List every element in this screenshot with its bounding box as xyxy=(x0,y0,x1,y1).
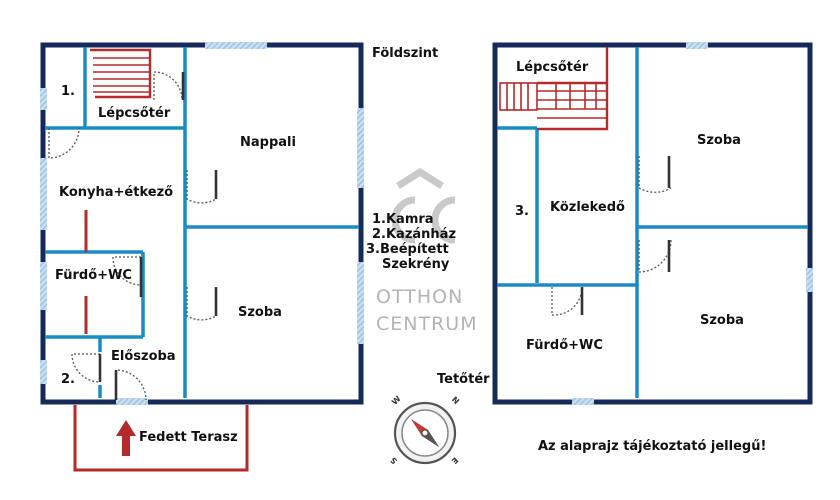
compass-icon xyxy=(393,401,457,465)
attic-room-szoba-top: Szoba xyxy=(697,133,741,148)
attic-room-beepitett: 3. xyxy=(515,204,529,219)
watermark-line1: OTTHON xyxy=(376,286,464,308)
window xyxy=(806,268,813,292)
window xyxy=(40,158,47,230)
room-konyha: Konyha+étkező xyxy=(59,185,174,200)
room-eloszoba: Előszoba xyxy=(111,349,176,364)
window xyxy=(572,398,594,405)
window xyxy=(40,360,47,384)
attic-room-szoba-bottom: Szoba xyxy=(700,313,744,328)
entry-arrow-icon xyxy=(116,420,136,456)
attic-title: Tetőtér xyxy=(437,372,490,387)
attic-room-lepcsoter: Lépcsőtér xyxy=(516,60,589,75)
room-lepcsoter: Lépcsőtér xyxy=(98,106,171,121)
room-kamra: 1. xyxy=(61,84,75,99)
attic-outer-wall xyxy=(492,42,813,405)
room-legend: 1.Kamra 2.Kazánház 3.Beépített Szekrény xyxy=(366,212,456,272)
attic-room-furdo: Fürdő+WC xyxy=(526,338,603,353)
room-furdo: Fürdő+WC xyxy=(55,268,132,283)
window xyxy=(116,398,148,405)
window xyxy=(686,42,708,49)
window xyxy=(40,262,47,310)
window xyxy=(40,88,47,110)
attic-floor xyxy=(492,42,813,405)
legend-item-3: 3.Beépített xyxy=(366,242,449,257)
window xyxy=(357,262,364,344)
ground-floor-title: Földszint xyxy=(372,46,439,61)
disclaimer: Az alaprajz tájékoztató jellegű! xyxy=(538,439,767,454)
legend-item-3-cont: Szekrény xyxy=(382,257,450,272)
ground-floor xyxy=(40,42,364,472)
room-nappali: Nappali xyxy=(240,135,296,150)
terrace-outline xyxy=(73,405,249,472)
room-szoba: Szoba xyxy=(238,305,282,320)
window xyxy=(205,42,267,49)
legend-item-1: 1.Kamra xyxy=(372,212,434,227)
otthon-centrum-logo-icon xyxy=(391,167,456,244)
attic-room-kozlekedo: Közlekedő xyxy=(550,200,625,215)
terrace-label: Fedett Terasz xyxy=(139,430,238,445)
watermark-line2: CENTRUM xyxy=(376,313,478,335)
room-kazanhaz: 2. xyxy=(61,372,75,387)
legend-item-2: 2.Kazánház xyxy=(372,227,457,242)
window xyxy=(357,108,364,188)
ground-outer-wall xyxy=(40,42,364,405)
